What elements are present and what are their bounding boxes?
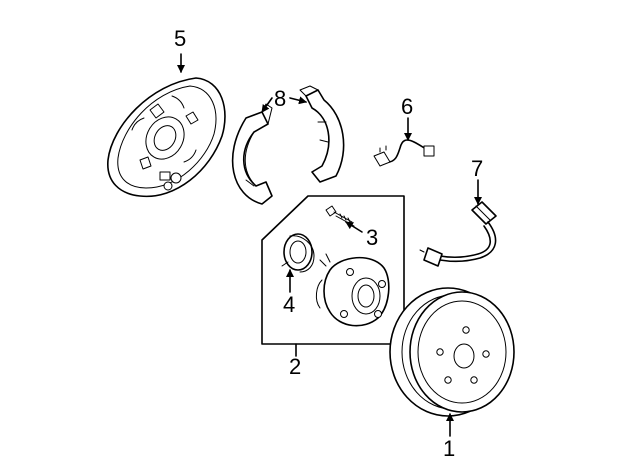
callout-1: 1 xyxy=(443,436,455,461)
hub-assembly-outline xyxy=(261,195,405,345)
abs-sensor xyxy=(373,139,435,167)
callout-3: 3 xyxy=(366,225,378,250)
brake-drum xyxy=(389,287,515,417)
callout-8: 8 xyxy=(274,86,286,111)
backing-plate xyxy=(107,77,226,198)
leader-8a xyxy=(261,97,273,113)
callout-labels: 5 8 6 7 3 4 2 1 xyxy=(174,26,483,461)
callout-7: 7 xyxy=(471,156,483,181)
leader-lines xyxy=(177,53,482,437)
brake-hose xyxy=(419,201,497,267)
callout-6: 6 xyxy=(401,94,413,119)
brake-shoes xyxy=(231,85,345,205)
hub-bolt xyxy=(325,205,355,227)
leader-3 xyxy=(345,221,363,233)
callout-2: 2 xyxy=(289,354,301,379)
callout-4: 4 xyxy=(283,292,295,317)
leader-8b xyxy=(289,96,307,105)
callout-5: 5 xyxy=(174,26,186,51)
wheel-bearing xyxy=(281,233,315,273)
hub-flange xyxy=(315,253,390,327)
